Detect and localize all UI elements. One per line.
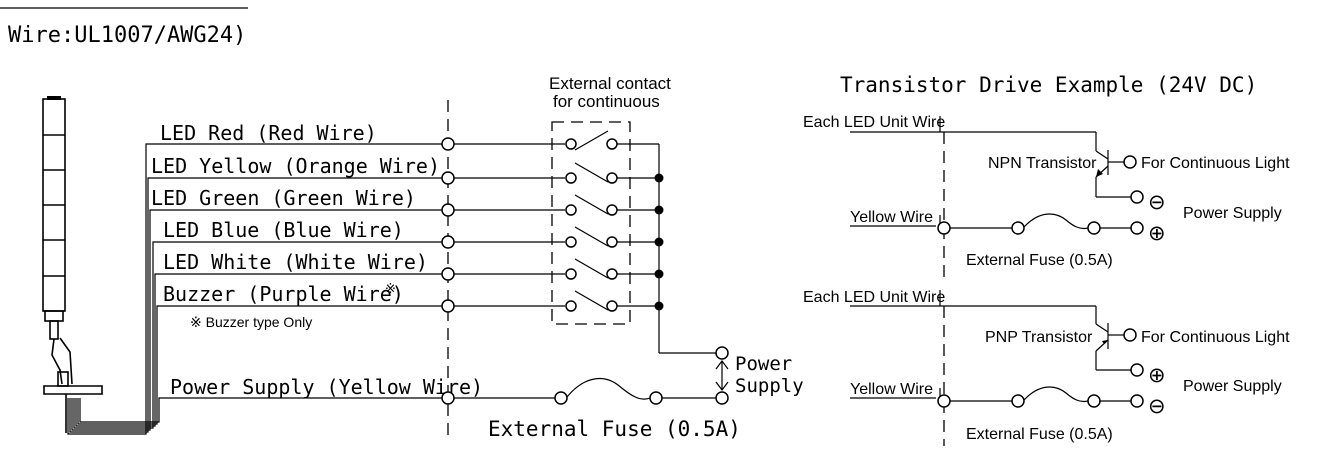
external-contact-label-2: for continuous xyxy=(553,92,660,111)
npn-yellow-wire-label: Yellow Wire xyxy=(850,209,933,226)
npn-fuse-label: External Fuse (0.5A) xyxy=(966,252,1113,269)
external-contact-label-1: External contact xyxy=(549,74,671,93)
pnp-transistor-label: PNP Transistor xyxy=(985,329,1093,346)
pnp-upper-symbol: ⊕ xyxy=(1148,364,1166,387)
power-terminal-top xyxy=(715,346,729,360)
npn-power-label: Power Supply xyxy=(1183,205,1282,222)
wire-spec-text: Wire:UL1007/AWG24) xyxy=(8,23,246,48)
switch-contacts xyxy=(565,130,659,312)
pnp-power-label: Power Supply xyxy=(1183,378,1282,395)
transistor-title: Transistor Drive Example (24V DC) xyxy=(840,73,1257,97)
wire-label-led-green: LED Green (Green Wire) xyxy=(151,186,416,210)
switch-input-lines xyxy=(454,143,565,307)
pnp-yellow-wire-label: Yellow Wire xyxy=(850,381,933,398)
wire-label-buzzer: Buzzer (Purple Wire) xyxy=(163,282,404,306)
terminal-block xyxy=(441,137,455,405)
signal-tower-icon xyxy=(42,96,103,433)
wire-bundle xyxy=(67,143,448,435)
npn-continuous-label: For Continuous Light xyxy=(1141,155,1290,172)
wire-label-led-yellow: LED Yellow (Orange Wire) xyxy=(151,154,440,178)
external-contact-box xyxy=(551,121,631,325)
fuse-icon xyxy=(454,378,716,405)
buzzer-mark: ※ xyxy=(385,281,396,296)
junction-dots xyxy=(654,173,664,311)
power-label-2: Supply xyxy=(735,375,804,397)
pnp-unit-wire-label: Each LED Unit Wire xyxy=(803,289,945,306)
power-arrow-icon xyxy=(715,360,729,391)
wire-label-led-red: LED Red (Red Wire) xyxy=(160,121,377,145)
wire-label-led-white: LED White (White Wire) xyxy=(163,250,428,274)
wire-label-power-supply: Power Supply (Yellow Wire) xyxy=(170,375,483,399)
power-label-1: Power xyxy=(735,353,792,375)
power-terminal-bottom xyxy=(715,391,729,405)
pnp-fuse-label: External Fuse (0.5A) xyxy=(966,426,1113,443)
pnp-continuous-label: For Continuous Light xyxy=(1141,329,1290,346)
buzzer-note: ※ Buzzer type Only xyxy=(190,314,312,330)
npn-unit-wire-label: Each LED Unit Wire xyxy=(803,114,945,131)
npn-upper-symbol: ⊖ xyxy=(1148,191,1166,214)
pnp-section: Each LED Unit Wire ⊕ PNP Transistor For … xyxy=(803,289,1290,446)
pnp-lower-symbol: ⊖ xyxy=(1148,395,1166,418)
wire-label-led-blue: LED Blue (Blue Wire) xyxy=(163,218,404,242)
npn-transistor-label: NPN Transistor xyxy=(988,155,1097,172)
npn-lower-symbol: ⊕ xyxy=(1148,222,1166,245)
fuse-label: External Fuse (0.5A) xyxy=(488,417,741,441)
npn-section: Each LED Unit Wire ⊖ NPN Transistor For … xyxy=(803,114,1290,282)
